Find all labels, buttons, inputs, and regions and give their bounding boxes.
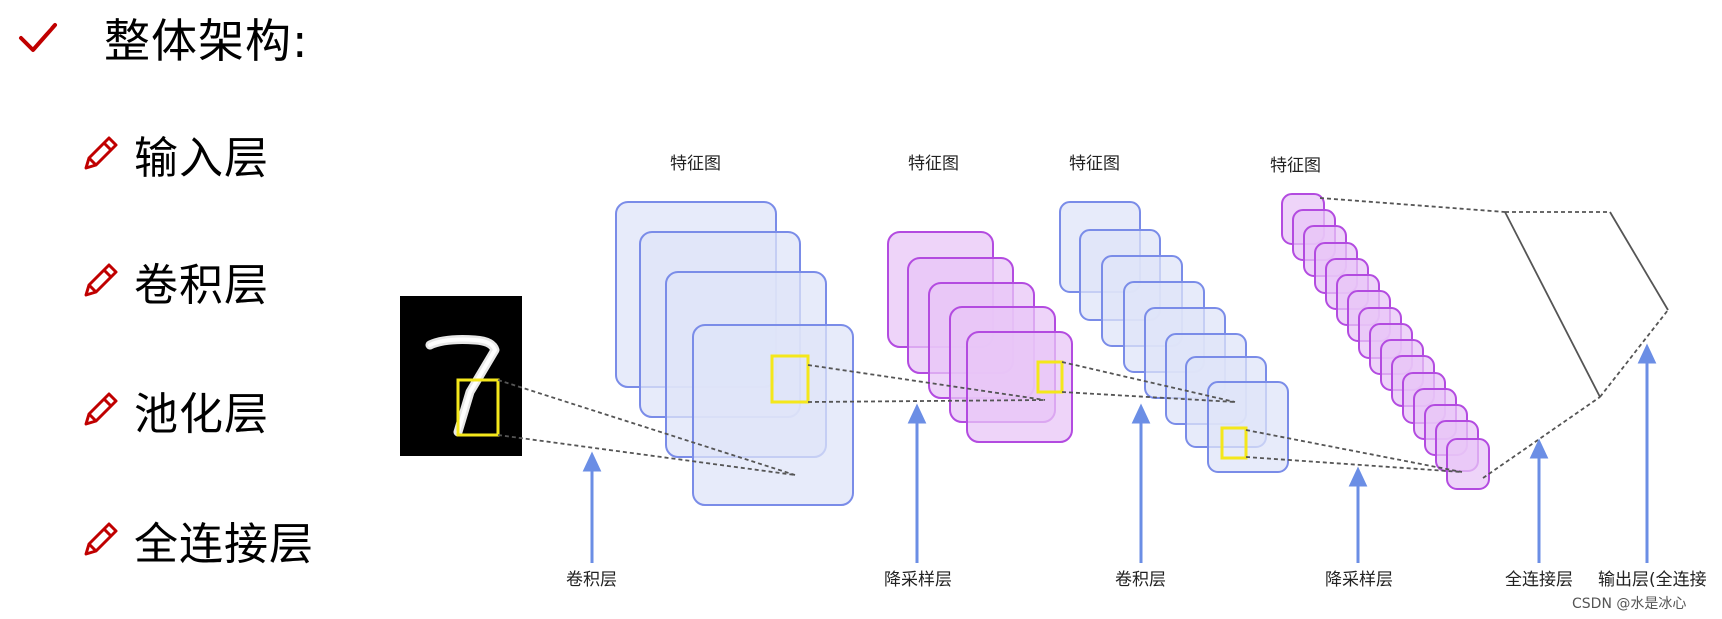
bottom-label: 降采样层 (1325, 570, 1393, 590)
input-image (400, 296, 522, 456)
arrow-head (910, 407, 924, 422)
feature-maps-4 (1282, 194, 1489, 489)
watermark: CSDN @水是冰心 (1572, 596, 1686, 612)
arrow-head (1351, 470, 1365, 485)
feature-maps-1 (616, 202, 853, 505)
top-label: 特征图 (670, 154, 721, 174)
top-label: 特征图 (1069, 154, 1120, 174)
bottom-label: 输出层(全连接 (1598, 570, 1707, 590)
bottom-label: 卷积层 (1115, 570, 1166, 590)
arrow-head (585, 455, 599, 470)
top-label: 特征图 (908, 154, 959, 174)
bottom-label: 降采样层 (884, 570, 952, 590)
bottom-label: 全连接层 (1505, 570, 1573, 590)
arrow-head (1532, 442, 1546, 457)
fc-lines (1505, 212, 1668, 397)
feature-map (1447, 439, 1489, 489)
arrow-head (1134, 407, 1148, 422)
feature-map (967, 332, 1072, 442)
arrow-head (1640, 347, 1654, 362)
feature-map (693, 325, 853, 505)
bottom-label: 卷积层 (566, 570, 617, 590)
top-label: 特征图 (1270, 156, 1321, 176)
